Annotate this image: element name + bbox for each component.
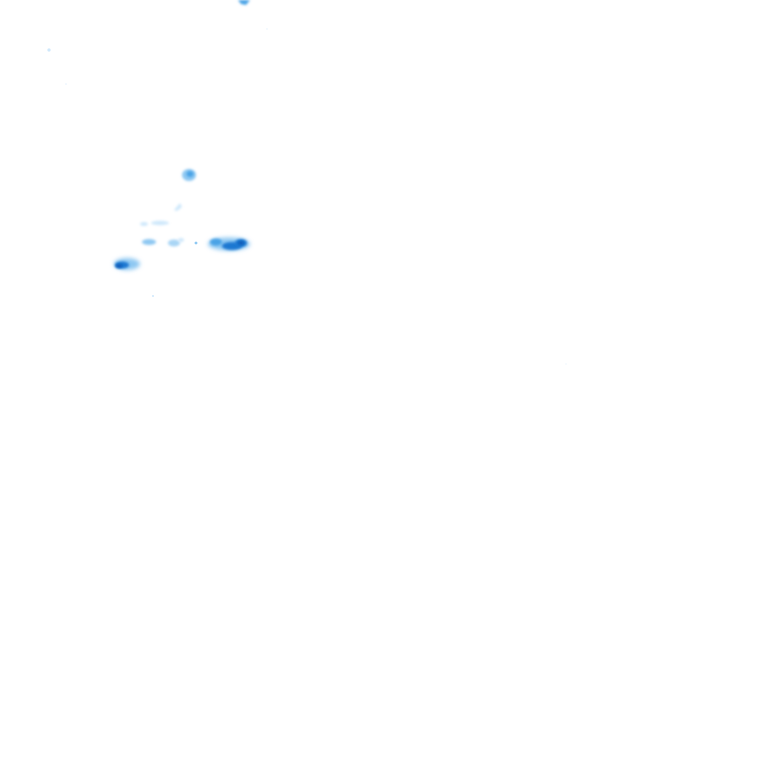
precip-cell-strong-east <box>208 237 250 251</box>
precip-band-light <box>140 220 169 226</box>
precip-cell-top-edge <box>238 0 250 5</box>
precip-speck-cluster-upper-left <box>47 28 268 85</box>
precip-cell-strong-west <box>114 258 140 270</box>
precip-streak-north <box>174 203 182 211</box>
precip-cells-central <box>142 238 198 247</box>
precip-speck-cluster-south <box>152 295 567 365</box>
precip-cell-north <box>182 169 196 181</box>
